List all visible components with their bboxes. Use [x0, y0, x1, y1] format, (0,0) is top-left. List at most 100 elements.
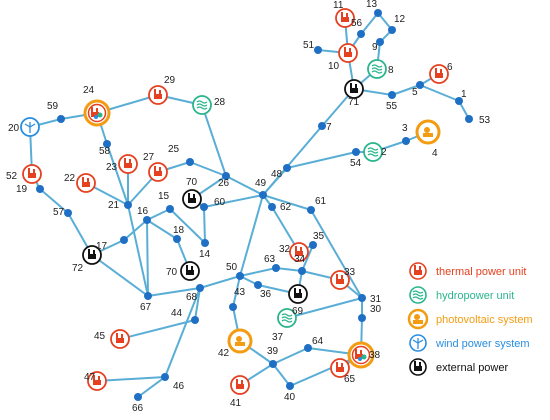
bus-label-42: 42: [218, 348, 230, 359]
bus-label-31: 31: [370, 294, 382, 305]
bus-label-29: 29: [164, 75, 176, 86]
multi-icon: [347, 341, 375, 369]
line-31-37: [286, 297, 363, 319]
bus-label-48: 48: [271, 169, 283, 180]
hydro-icon: [192, 95, 212, 115]
bus-label-10: 10: [328, 61, 340, 72]
external-icon: [180, 261, 200, 281]
bus-label-24: 24: [83, 85, 95, 96]
line-16-15: [146, 208, 171, 221]
bus-label-6: 6: [447, 62, 453, 73]
bus-node-43: [229, 303, 237, 311]
bus-label-65: 65: [344, 374, 356, 385]
bus-label-32: 32: [279, 244, 291, 255]
bus-label-52: 52: [6, 171, 18, 182]
thermal-icon: [330, 270, 350, 290]
bus-node-67: [144, 292, 152, 300]
bus-node-21: [124, 201, 132, 209]
line-17-16: [123, 219, 148, 241]
bus-label-71: 71: [348, 97, 360, 108]
thermal-icon: [22, 164, 42, 184]
bus-label-1: 1: [461, 89, 467, 100]
line-39-64: [272, 347, 309, 365]
legend-label-pv: photovoltaic system: [436, 314, 533, 326]
bus-node-39: [269, 360, 277, 368]
bus-label-68: 68: [186, 292, 198, 303]
bus-node-1: [455, 97, 463, 105]
hydro-legend-icon: [412, 290, 424, 300]
thermal-icon: [148, 162, 168, 182]
bus-node-16: [143, 216, 151, 224]
bus-label-47: 47: [84, 372, 96, 383]
legend-item-external: external power: [409, 358, 508, 376]
labels-layer: 1234567891011121314151617181920212223242…: [6, 0, 491, 414]
bus-node-58: [103, 140, 111, 148]
bus-label-30: 30: [370, 304, 382, 315]
line-16-18: [146, 219, 178, 240]
legend-item-thermal: thermal power unit: [409, 262, 527, 280]
bus-label-11: 11: [333, 0, 344, 11]
bus-node-13: [374, 9, 382, 17]
bus-node-60: [200, 203, 208, 211]
bus-label-36: 36: [260, 289, 272, 300]
thermal-icon: [118, 154, 138, 174]
bus-label-58: 58: [99, 146, 111, 157]
bus-label-61: 61: [315, 196, 327, 207]
hydro-icon: [277, 308, 297, 328]
thermal-icon: [110, 329, 130, 349]
bus-label-66: 66: [132, 403, 144, 414]
bus-label-20: 20: [8, 123, 20, 134]
bus-label-44: 44: [171, 308, 183, 319]
line-15-14: [169, 208, 206, 244]
thermal-icon: [87, 371, 107, 391]
line-61-31: [310, 209, 363, 299]
line-46-66: [137, 376, 166, 398]
bus-label-70a: 70: [166, 267, 178, 278]
bus-node-40: [286, 382, 294, 390]
legend-label-external: external power: [436, 362, 508, 374]
legend-item-hydro: hydropower unit: [409, 286, 514, 304]
bus-label-13: 13: [366, 0, 378, 10]
external-icon: [82, 245, 102, 265]
line-13-56: [360, 12, 379, 35]
bus-label-34: 34: [294, 254, 306, 265]
bus-node-46: [161, 373, 169, 381]
thermal-icon: [289, 242, 309, 262]
bus-label-21: 21: [108, 200, 120, 211]
wind-icon: [20, 117, 40, 137]
bus-label-28: 28: [214, 97, 226, 108]
line-49-50: [239, 194, 264, 277]
bus-node-55: [388, 91, 396, 99]
line-49-61: [262, 194, 312, 211]
bus-node-62: [268, 203, 276, 211]
thermal-legend-icon: [414, 265, 422, 275]
legend-label-hydro: hydropower unit: [436, 290, 514, 302]
line-16-67: [146, 219, 149, 297]
bus-node-3: [402, 137, 410, 145]
bus-label-45: 45: [94, 331, 106, 342]
line-58-21: [106, 143, 129, 206]
line-25-26: [189, 161, 227, 177]
legend-item-pv: photovoltaic system: [407, 308, 533, 330]
bus-label-12: 12: [394, 14, 406, 25]
bus-node-36: [254, 281, 262, 289]
bus-node-30: [358, 314, 366, 322]
bus-label-54: 54: [350, 158, 362, 169]
bus-node-14: [201, 239, 209, 247]
line-5-55: [391, 84, 421, 96]
bus-node-64: [304, 344, 312, 352]
line-34-63: [275, 267, 303, 272]
bus-label-15: 15: [158, 191, 170, 202]
pv-icon: [415, 119, 441, 145]
bus-label-23: 23: [106, 162, 118, 173]
bus-node-56: [357, 30, 365, 38]
bus-label-60: 60: [214, 197, 226, 208]
sources-layer: [20, 8, 449, 395]
bus-node-53: [465, 115, 473, 123]
legend: thermal power unit hydropower unit photovo…: [407, 262, 533, 376]
bus-label-50: 50: [226, 262, 238, 273]
bus-label-64: 64: [312, 336, 324, 347]
bus-label-53: 53: [479, 115, 491, 126]
external-icon: [344, 79, 364, 99]
line-1-5: [419, 84, 460, 102]
